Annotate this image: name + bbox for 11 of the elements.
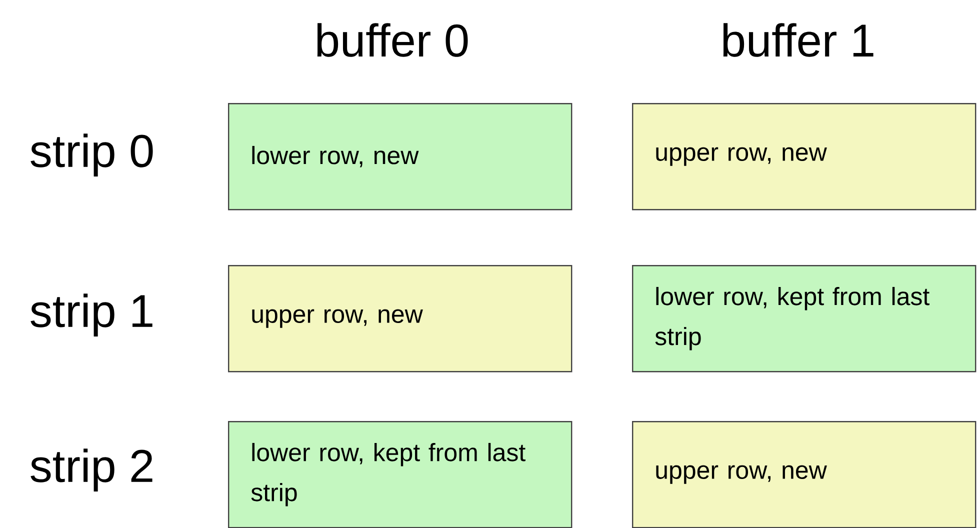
buffer-box: lower row, kept from last strip: [228, 421, 572, 528]
row-label: strip 2: [30, 448, 152, 492]
buffer-box: upper row, new: [632, 421, 976, 528]
buffer-box: upper row, new: [228, 265, 572, 372]
row-label: strip 0: [30, 134, 153, 176]
column-header: buffer 0: [317, 23, 468, 57]
buffer-box: lower row, kept from last strip: [632, 265, 976, 372]
column-header: buffer 1: [723, 23, 874, 57]
row-label: strip 1: [30, 294, 152, 336]
buffer-box: upper row, new: [632, 103, 976, 210]
buffer-box: lower row, new: [228, 103, 572, 210]
